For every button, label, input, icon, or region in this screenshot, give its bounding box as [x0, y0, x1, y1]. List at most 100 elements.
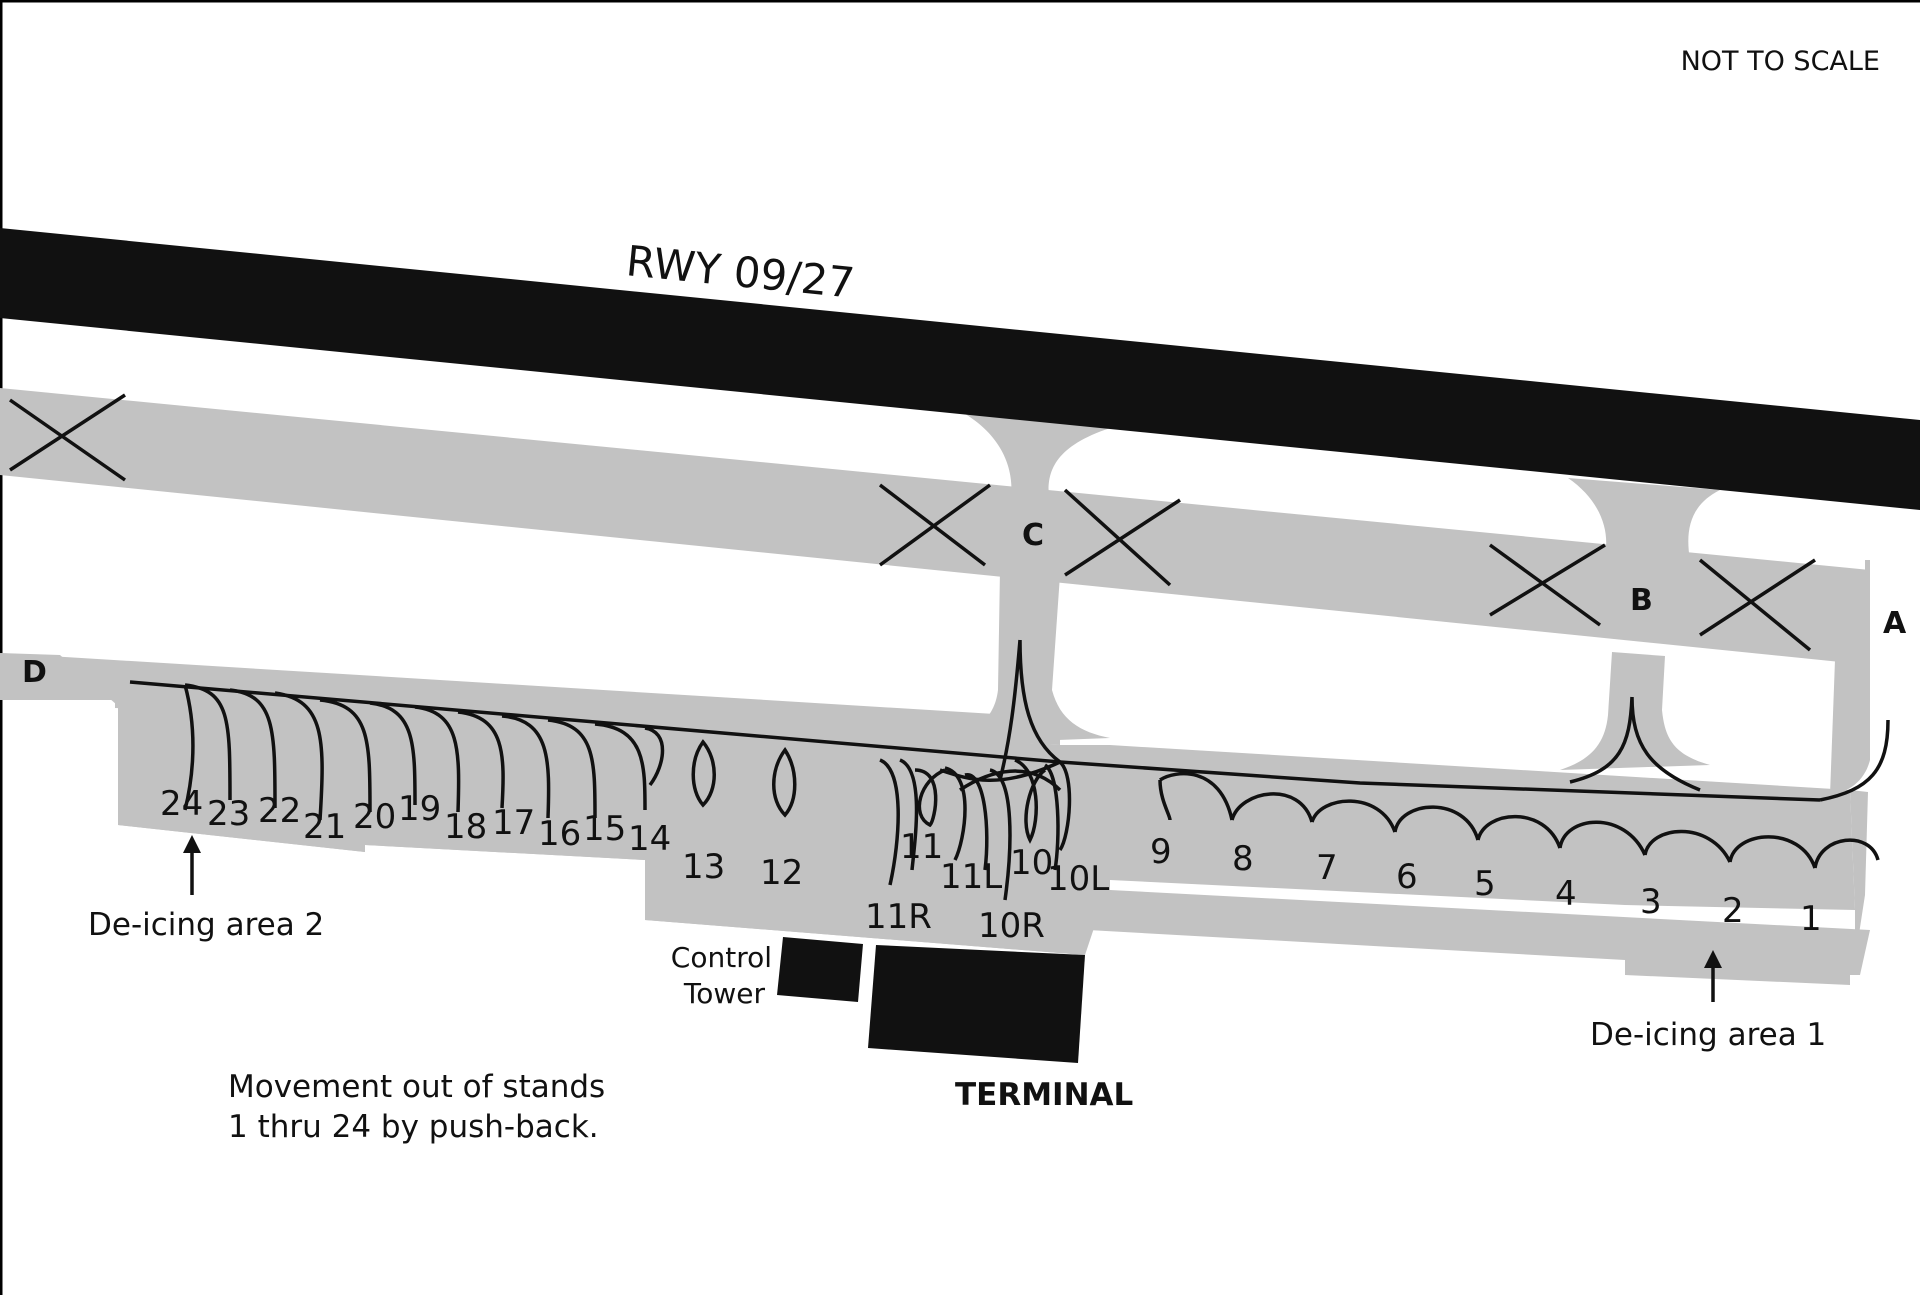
control-tower-building — [777, 937, 863, 1002]
lead-in-11R — [879, 758, 900, 886]
taxi-lines — [129, 639, 1890, 901]
lead-in-2 — [1728, 835, 1817, 869]
closed-mark-1 — [9, 393, 126, 482]
taxiway-letter-a: A — [1883, 606, 1907, 641]
stand-label-21: 21 — [303, 807, 346, 847]
pavement — [0, 388, 1870, 985]
stand-label-1: 1 — [1800, 899, 1822, 939]
lead-in-10L-b — [1058, 760, 1072, 851]
lead-in-18 — [414, 705, 461, 813]
taxiway-letter-d: D — [22, 655, 47, 690]
a-centerline — [1819, 719, 1890, 802]
taxiway-letter-b: B — [1630, 583, 1653, 618]
lead-in-20 — [319, 698, 372, 813]
closed-mark-5 — [1698, 558, 1816, 652]
terminal-building — [868, 945, 1085, 1063]
lead-in-9 — [1159, 771, 1234, 821]
stand-label-2: 2 — [1722, 891, 1744, 931]
taxiway-b-connector — [1560, 652, 1710, 770]
taxiway-a-connector — [1830, 560, 1870, 795]
lead-in-11R-b — [899, 758, 919, 871]
stand-label-16: 16 — [538, 814, 581, 854]
c-centerline — [998, 639, 1062, 781]
lead-in-19 — [369, 701, 417, 806]
lead-in-3 — [1643, 829, 1732, 863]
lead-in-10L — [1043, 763, 1060, 871]
runway — [0, 228, 1920, 510]
lead-in-16 — [501, 714, 551, 819]
lead-in-6 — [1393, 805, 1480, 841]
stand-label-6: 6 — [1396, 857, 1418, 897]
stand-label-4: 4 — [1555, 874, 1577, 914]
stand-label-12: 12 — [760, 853, 803, 893]
lead-in-13 — [691, 739, 716, 808]
stand-label-20: 20 — [353, 797, 396, 837]
taxiway-b-link — [1568, 478, 1720, 560]
taxiway-letter-c: C — [1022, 518, 1044, 553]
deicing-arrow-2-head — [183, 835, 201, 853]
b-centerline — [1569, 696, 1701, 792]
lead-in-7 — [1310, 799, 1397, 833]
push-back-note-line1: Movement out of stands — [228, 1069, 605, 1105]
lead-in-12 — [772, 746, 797, 818]
stand-label-5: 5 — [1474, 864, 1496, 904]
stand-label-3: 3 — [1640, 882, 1662, 922]
deicing-arrow-1-head — [1704, 950, 1722, 968]
stand-label-11: 11 — [900, 827, 943, 867]
closed-mark-2 — [878, 483, 992, 567]
stand-label-10R: 10R — [978, 906, 1045, 946]
terminal-label: TERMINAL — [955, 1077, 1133, 1113]
lead-in-4 — [1558, 820, 1647, 856]
lead-in-11 — [914, 768, 946, 828]
lead-in-11L-b — [964, 773, 989, 871]
stand-label-14: 14 — [628, 819, 671, 859]
lead-in-14b — [644, 726, 665, 787]
star-pattern — [939, 760, 1062, 792]
stand-label-7: 7 — [1316, 848, 1338, 888]
lead-in-24 — [183, 684, 195, 811]
lead-in-1 — [1813, 838, 1880, 869]
closed-mark-4 — [1488, 543, 1606, 627]
stand-label-15: 15 — [583, 809, 626, 849]
push-back-note-line2: 1 thru 24 by push-back. — [228, 1109, 599, 1145]
stand-label-13: 13 — [682, 847, 725, 887]
closed-taxiway-marks — [9, 393, 1816, 652]
apron-east-tail — [1850, 790, 1868, 960]
lead-in-8 — [1230, 792, 1314, 823]
lead-in-22 — [229, 688, 277, 809]
closed-mark-3 — [1063, 488, 1181, 587]
stand-label-9: 9 — [1150, 832, 1172, 872]
stand-label-17: 17 — [492, 803, 535, 843]
lead-in-21 — [274, 691, 324, 821]
stand-label-11L: 11L — [940, 857, 1002, 897]
stand-label-11R: 11R — [865, 897, 932, 937]
stand-label-10: 10 — [1010, 843, 1053, 883]
stand-label-24: 24 — [160, 784, 203, 824]
taxiway-d-apron — [0, 653, 1060, 745]
stand-label-8: 8 — [1232, 839, 1254, 879]
lead-in-23 — [184, 683, 232, 801]
lead-in-15 — [547, 718, 597, 819]
deicing-area-1-label: De-icing area 1 — [1590, 1017, 1826, 1053]
stand-label-18: 18 — [444, 807, 487, 847]
control-tower-label-line2: Tower — [683, 977, 766, 1010]
control-tower-label-line1: Control — [671, 941, 772, 974]
stand-label-19: 19 — [398, 789, 441, 829]
not-to-scale-label: NOT TO SCALE — [1681, 46, 1880, 77]
lead-in-9b — [1158, 779, 1172, 821]
apron-taxi-line — [129, 680, 1821, 802]
buildings — [777, 937, 1085, 1063]
lead-in-14 — [594, 722, 647, 811]
lead-in-11L — [944, 766, 967, 861]
deicing-area-2-label: De-icing area 2 — [88, 907, 324, 943]
deicing-arrows — [183, 835, 1722, 1002]
stand-label-10L: 10L — [1047, 859, 1109, 899]
taxiway-c-link — [962, 412, 1120, 505]
stand-label-22: 22 — [258, 791, 301, 831]
lead-in-10 — [1014, 758, 1047, 844]
lead-in-5 — [1476, 814, 1562, 849]
stand-label-23: 23 — [207, 794, 250, 834]
lead-in-17 — [457, 710, 505, 809]
